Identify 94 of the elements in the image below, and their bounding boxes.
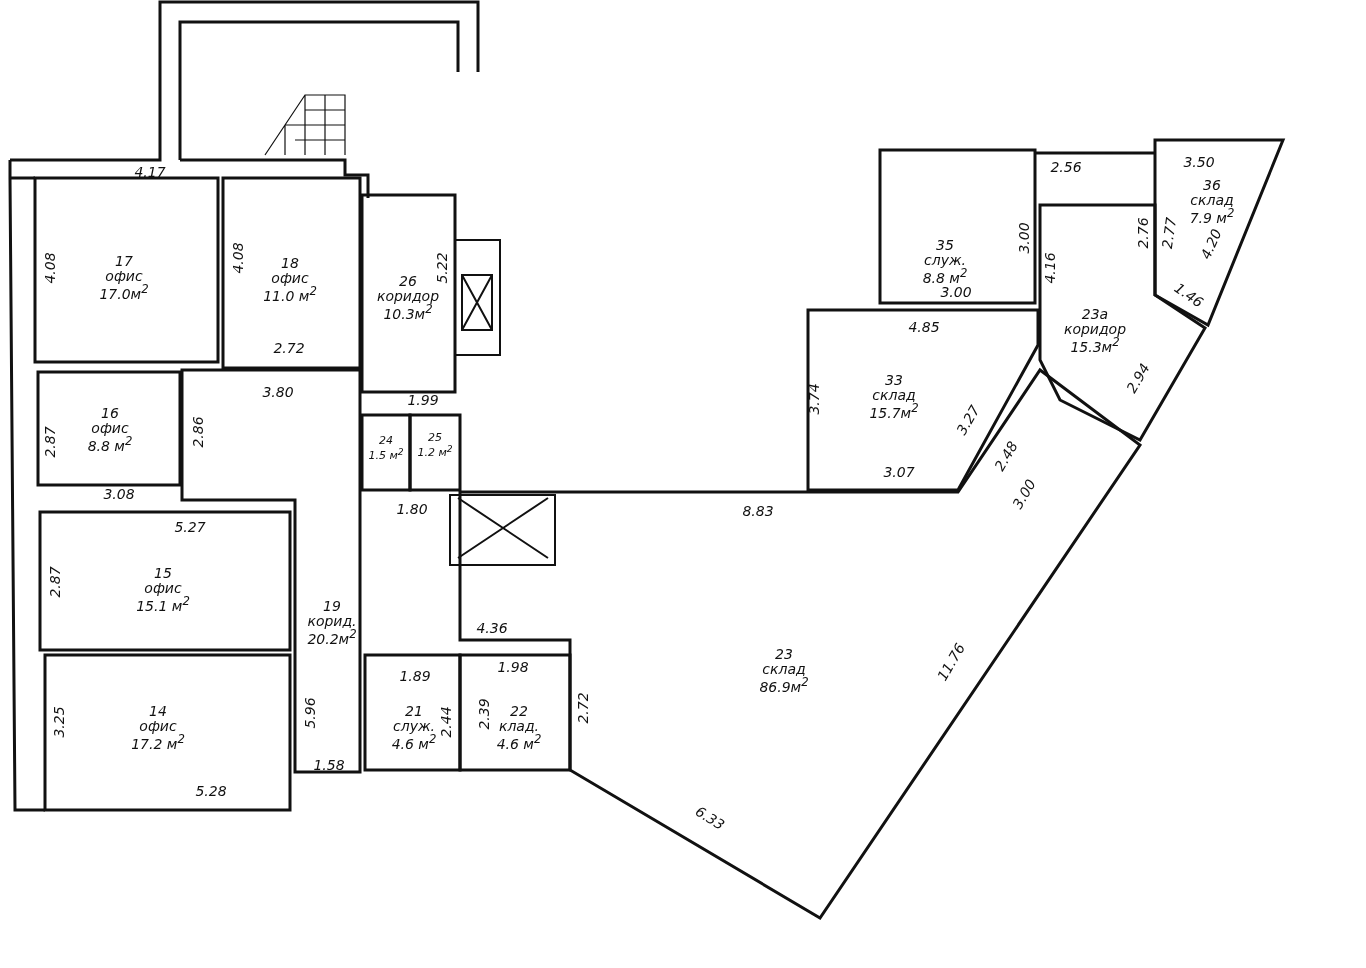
room-number: 36 (1202, 178, 1222, 193)
room-area: 1.2 м$^{2}$ (417, 443, 453, 459)
room-name: склад (761, 661, 807, 677)
room-area: 86.9м$^{2}$ (759, 676, 809, 695)
room-name: офис (138, 718, 178, 734)
room-outline (880, 150, 1035, 303)
dimension-label: 3.00 (1017, 222, 1031, 254)
room-outline (45, 655, 290, 810)
dimension-label: 1.80 (396, 502, 428, 516)
room-area: 15.1 м$^{2}$ (136, 595, 190, 614)
dimension-label: 1.46 (1172, 280, 1206, 310)
room-area: 11.0 м$^{2}$ (263, 285, 317, 304)
dimension-label: 3.00 (940, 285, 972, 299)
dimension-label: 3.25 (52, 706, 66, 738)
room-name: офис (270, 270, 310, 286)
dimension-label: 2.39 (477, 698, 491, 730)
room-number: 25 (427, 431, 443, 444)
dimension-label: 5.27 (174, 520, 206, 534)
dimension-label: 2.87 (48, 566, 62, 598)
room-number: 33 (884, 373, 904, 388)
dimension-label: 2.72 (273, 341, 305, 355)
room-number: 16 (100, 406, 120, 421)
room-number: 14 (148, 704, 168, 719)
dimension-label: 3.07 (883, 465, 915, 479)
room-area: 15.7м$^{2}$ (869, 402, 919, 421)
room-number: 26 (398, 274, 418, 289)
room-name: коридор (1063, 321, 1127, 337)
room-outline (223, 178, 360, 368)
room-number: 21 (404, 704, 424, 719)
room-outline (362, 195, 455, 392)
room-name: служ. (923, 252, 966, 268)
room-number: 35 (935, 238, 955, 253)
dimension-label: 4.20 (1198, 226, 1224, 262)
room-number: 15 (153, 566, 173, 581)
room-area: 8.8 м$^{2}$ (922, 267, 968, 286)
dimension-label: 2.77 (1159, 216, 1179, 250)
dimension-label: 1.98 (497, 660, 529, 674)
room-name: корид. (307, 613, 357, 629)
room-outline (38, 372, 180, 485)
room-outline (460, 655, 570, 770)
room-area: 1.5 м$^{2}$ (368, 446, 404, 462)
room-number: 24 (378, 434, 394, 447)
dimension-label: 3.74 (807, 383, 821, 415)
room-area: 15.3м$^{2}$ (1063, 336, 1127, 355)
dimension-label: 4.85 (908, 320, 940, 334)
dimension-label: 4.16 (1043, 252, 1057, 284)
dimension-label: 2.87 (43, 426, 57, 458)
room-number: 22 (509, 704, 529, 719)
room-outline (365, 655, 460, 770)
room-number: 19 (322, 599, 342, 614)
dimension-label: 1.58 (313, 758, 345, 772)
room-outline (1155, 140, 1283, 325)
dimension-label: 4.36 (476, 621, 508, 635)
room-number: 23 (774, 647, 794, 662)
room-number: 18 (280, 256, 300, 271)
dimension-label: 5.96 (303, 697, 317, 729)
room-name: клад. (497, 718, 541, 734)
dimension-label: 8.83 (742, 504, 774, 518)
room-name: склад (1189, 192, 1235, 208)
dimension-label: 1.99 (407, 393, 439, 407)
dimension-label: 5.28 (195, 784, 227, 798)
room-outline (40, 512, 290, 650)
room-area: 4.6 м$^{2}$ (496, 733, 542, 752)
dimension-label: 3.80 (262, 385, 294, 399)
dimension-label: 3.08 (103, 487, 135, 501)
room-name: офис (143, 580, 183, 596)
dimension-label: 2.76 (1136, 217, 1150, 249)
room-area: 10.3м$^{2}$ (376, 303, 440, 322)
room-name: склад (871, 387, 917, 403)
room-number: 17 (114, 254, 134, 269)
room-name: служ. (392, 718, 435, 734)
room-area: 8.8 м$^{2}$ (87, 435, 133, 454)
room-outline (362, 415, 410, 490)
dimension-label: 4.08 (231, 242, 245, 274)
room-name: офис (90, 420, 130, 436)
dimension-label: 5.22 (435, 252, 449, 284)
dimension-label: 1.89 (399, 669, 431, 683)
dimension-label: 2.72 (576, 692, 590, 724)
room-area: 17.2 м$^{2}$ (131, 733, 185, 752)
dimension-label: 2.86 (191, 416, 205, 448)
dimension-label: 2.44 (439, 706, 453, 738)
room-area: 17.0м$^{2}$ (99, 283, 149, 302)
room-area: 4.6 м$^{2}$ (391, 733, 437, 752)
dimension-label: 3.50 (1183, 155, 1215, 169)
dimension-label: 4.08 (43, 252, 57, 284)
dimension-label: 2.56 (1050, 160, 1082, 174)
dimension-label: 6.33 (693, 803, 727, 833)
room-name: коридор (376, 288, 440, 304)
room-name: офис (104, 268, 144, 284)
room-outline (35, 178, 218, 362)
room-number: 23а (1080, 307, 1110, 322)
room-area: 20.2м$^{2}$ (307, 628, 357, 647)
room-outline (410, 415, 460, 490)
room-area: 7.9 м$^{2}$ (1189, 207, 1235, 226)
